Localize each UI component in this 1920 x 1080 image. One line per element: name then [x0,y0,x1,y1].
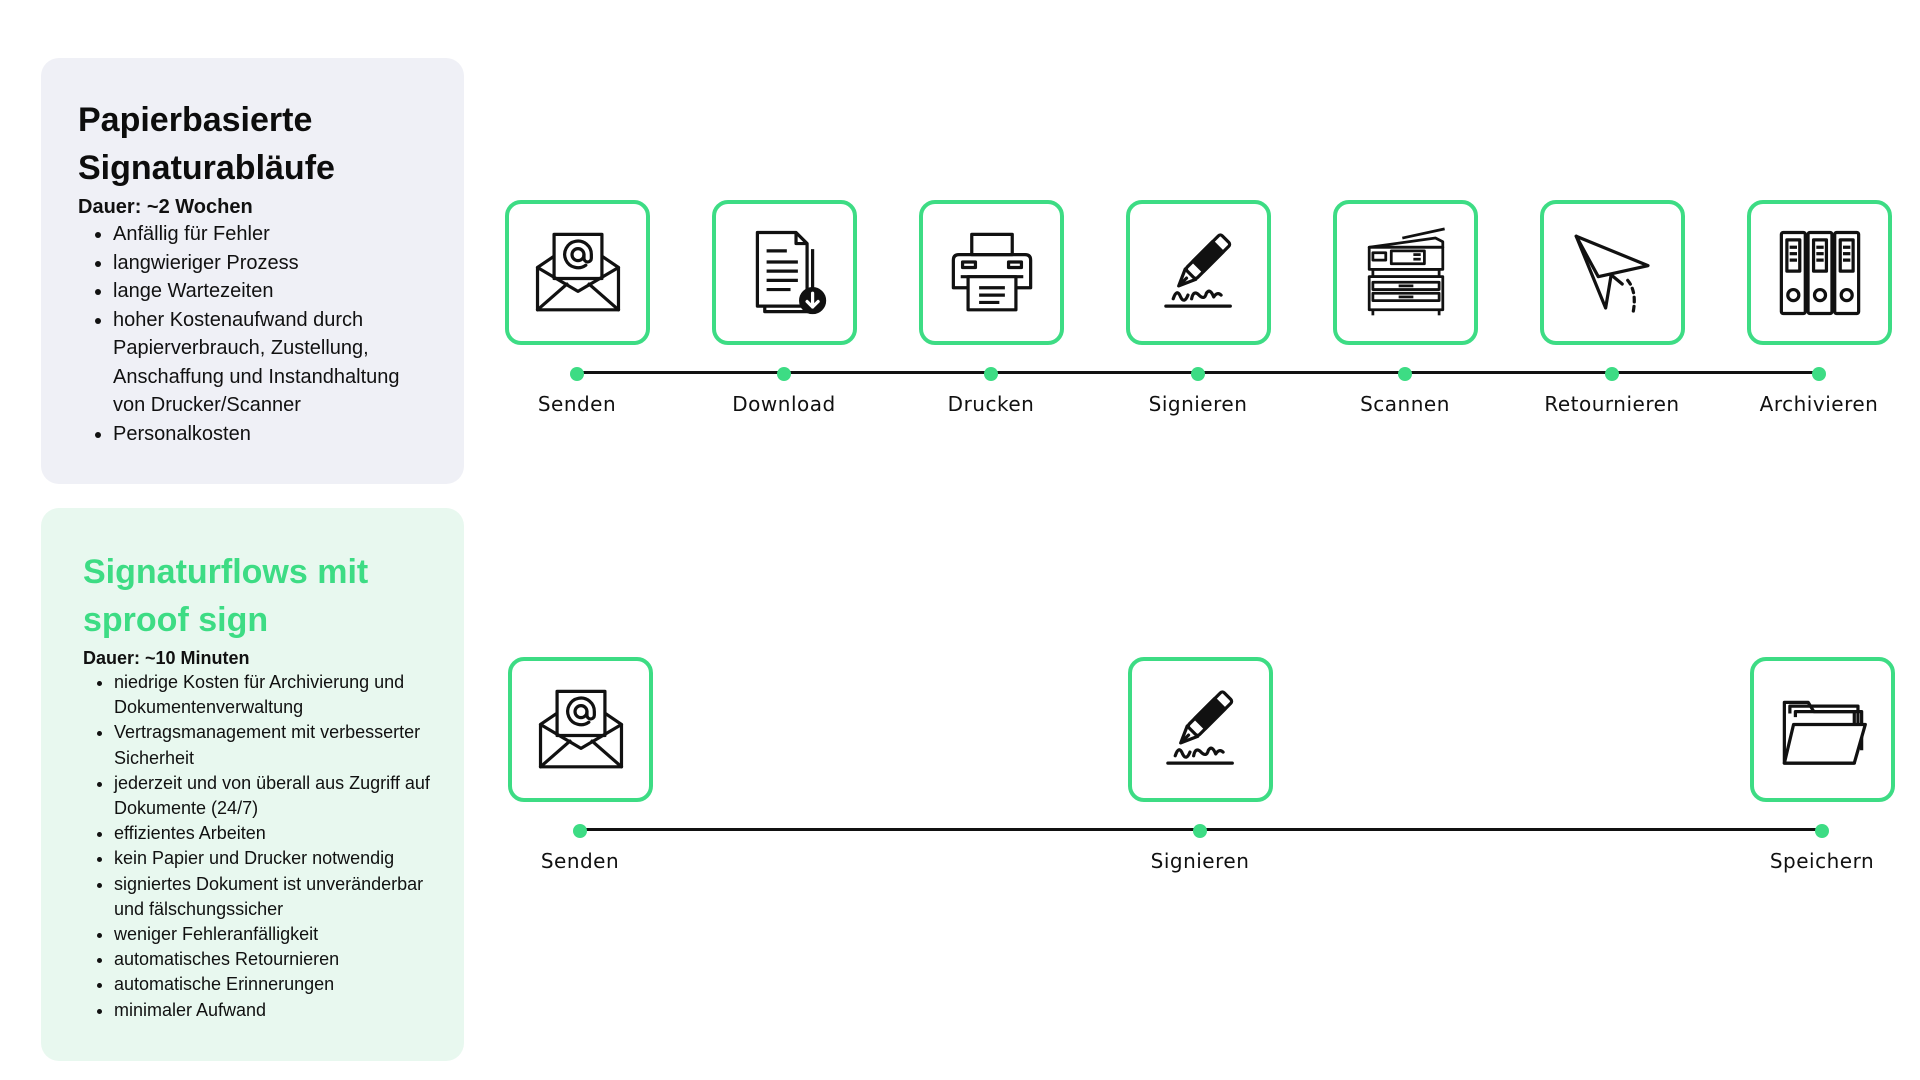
digital-duration: Dauer: ~10 Minuten [83,648,250,668]
digital-step-3-label: Speichern [1769,849,1875,873]
paper-step-2-dot [777,367,791,381]
digital-panel-title: Signaturflows mit sproof sign [83,548,434,644]
digital-process-panel: Signaturflows mit sproof sign Dauer: ~10… [41,508,464,1061]
list-item: niedrige Kosten für Archivierung und Dok… [114,670,434,720]
digital-bullet-list: niedrige Kosten für Archivierung und Dok… [83,670,434,1023]
printer-icon [946,227,1038,319]
digital-title-line1: Signaturflows mit [83,553,369,591]
digital-title-line2: sproof sign [83,601,269,639]
paper-step-2-box [712,200,857,345]
digital-step-1-box [508,657,653,802]
list-item: langwieriger Prozess [113,249,434,278]
document-download-icon [739,227,831,319]
paper-title-line2: Signaturabläufe [78,149,335,187]
digital-step-3-box [1750,657,1895,802]
list-item: Personalkosten [113,420,434,449]
list-item: Anfällig für Fehler [113,220,434,249]
digital-step-3-dot [1815,824,1829,838]
copier-scanner-icon [1360,226,1452,319]
paper-step-5-label: Scannen [1360,392,1450,416]
digital-step-2-dot [1193,824,1207,838]
paper-step-3-dot [984,367,998,381]
paper-step-6-dot [1605,367,1619,381]
list-item: kein Papier und Drucker notwendig [114,846,434,871]
email-envelope-icon [535,684,627,776]
digital-step-2-label: Signieren [1150,849,1250,873]
paper-step-1-label: Senden [537,392,617,416]
list-item: minimaler Aufwand [114,998,434,1023]
list-item: automatische Erinnerungen [114,972,434,997]
paper-step-3-label: Drucken [947,392,1035,416]
paper-duration: Dauer: ~2 Wochen [78,196,253,218]
paper-step-6-box [1540,200,1685,345]
paper-step-1-box [505,200,650,345]
paper-step-7-dot [1812,367,1826,381]
paper-step-4-dot [1191,367,1205,381]
paper-step-3-box [919,200,1064,345]
binders-icon [1774,227,1866,319]
paper-step-5-box [1333,200,1478,345]
list-item: Vertragsmanagement mit verbesserter Sich… [114,720,434,770]
paper-step-5-dot [1398,367,1412,381]
paper-title-line1: Papierbasierte [78,101,313,139]
pen-signature-icon [1153,227,1245,319]
paper-step-4-box [1126,200,1271,345]
paper-panel-title: Papierbasierte Signaturabläufe [78,96,434,192]
list-item: jederzeit und von überall aus Zugriff au… [114,771,434,821]
paper-step-4-label: Signieren [1148,392,1248,416]
list-item: lange Wartezeiten [113,277,434,306]
paper-step-1-dot [570,367,584,381]
list-item: automatisches Retournieren [114,947,434,972]
list-item: signiertes Dokument ist unveränderbar un… [114,872,434,922]
list-item: hoher Kostenaufwand durch Papierverbrauc… [113,306,434,420]
email-envelope-icon [532,227,624,319]
paper-bullet-list: Anfällig für Fehler langwieriger Prozess… [78,220,434,448]
paper-step-7-box [1747,200,1892,345]
list-item: weniger Fehleranfälligkeit [114,922,434,947]
pen-signature-icon [1155,684,1247,776]
folder-icon [1777,684,1869,776]
paper-step-6-label: Retournieren [1544,392,1680,416]
paper-plane-icon [1567,227,1659,319]
paper-step-2-label: Download [732,392,836,416]
digital-step-1-label: Senden [540,849,620,873]
digital-step-1-dot [573,824,587,838]
list-item: effizientes Arbeiten [114,821,434,846]
paper-process-panel: Papierbasierte Signaturabläufe Dauer: ~2… [41,58,464,484]
digital-step-2-box [1128,657,1273,802]
paper-step-7-label: Archivieren [1759,392,1879,416]
